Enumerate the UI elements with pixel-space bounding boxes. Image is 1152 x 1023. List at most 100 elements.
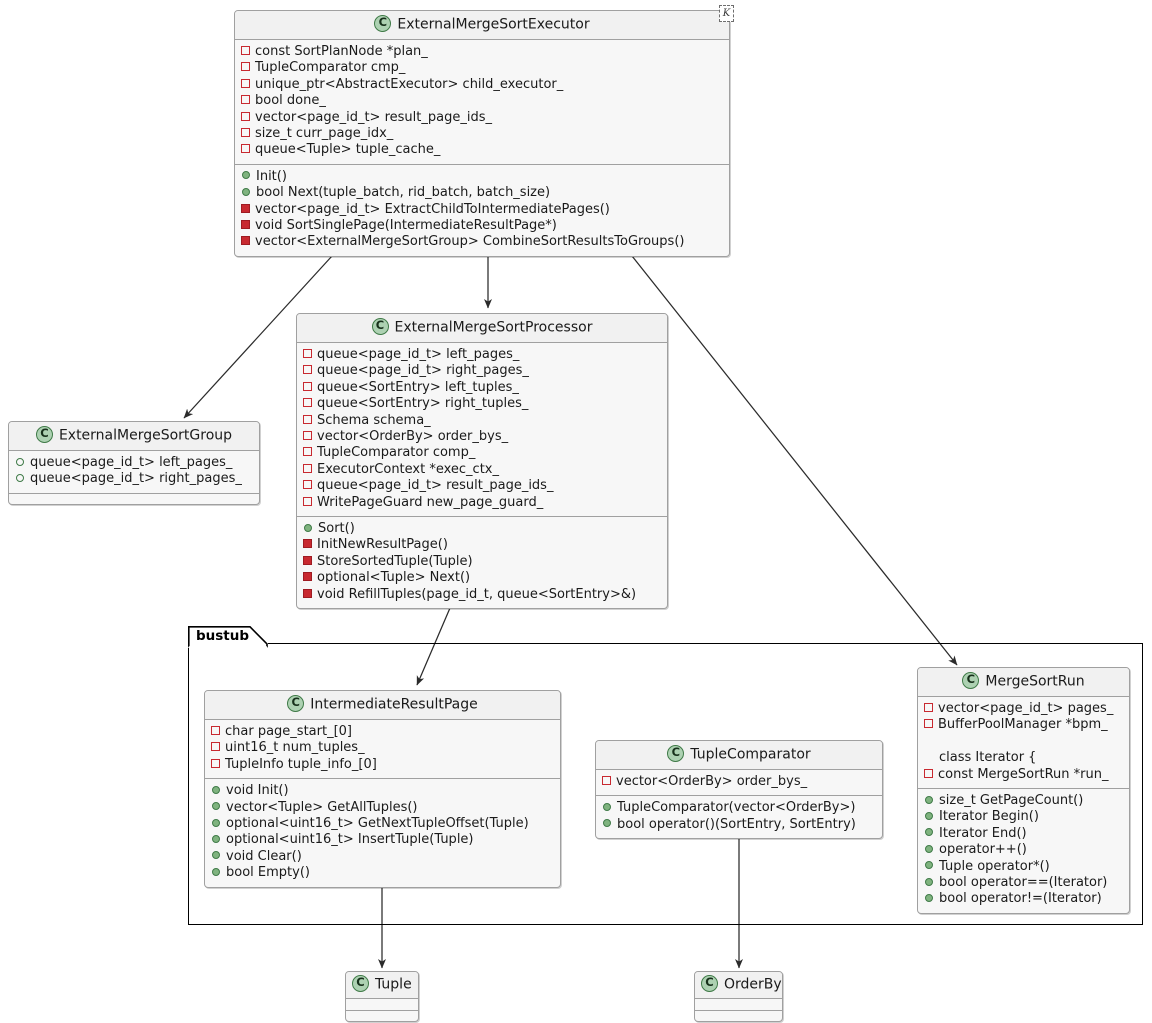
class-title: IntermediateResultPage (310, 696, 478, 713)
member-label: bool operator()(SortEntry, SortEntry) (617, 816, 856, 832)
class-methods-section: Init()bool Next(tuple_batch, rid_batch, … (235, 163, 729, 256)
member-label: vector<OrderBy> order_bys_ (317, 429, 509, 445)
edge-executor-to-mergesortrun (631, 255, 958, 666)
private-field-marker-icon (241, 128, 250, 138)
private-method-marker-icon (303, 588, 312, 598)
class-member: queue<page_id_t> left_pages_ (303, 347, 661, 363)
public-marker-icon (603, 819, 611, 828)
member-label: uint16_t num_tuples_ (225, 740, 365, 756)
class-member: TupleComparator(vector<OrderBy>) (602, 800, 876, 816)
member-label: bool Next(tuple_batch, rid_batch, batch_… (256, 185, 551, 201)
private-field-marker-icon (924, 703, 933, 712)
package-frame-bustub (188, 643, 1143, 925)
class-box-orderby[interactable]: OrderBy (694, 971, 783, 1022)
class-methods-section (9, 492, 259, 504)
package-tab-label: bustub (196, 628, 250, 644)
member-label: TupleInfo tuple_info_[0] (225, 756, 377, 772)
class-box-merge-sort-run[interactable]: MergeSortRun vector<page_id_t> pages_Buf… (917, 667, 1130, 914)
member-label: void Init() (226, 783, 289, 799)
class-member: optional<Tuple> Next() (303, 570, 661, 586)
class-member: StoreSortedTuple(Tuple) (303, 554, 661, 570)
class-header-external-merge-sort-group: ExternalMergeSortGroup (9, 422, 259, 451)
class-member: vector<page_id_t> ExtractChildToIntermed… (241, 202, 723, 218)
member-label: vector<ExternalMergeSortGroup> CombineSo… (255, 234, 685, 250)
class-member: BufferPoolManager *bpm_ (924, 717, 1123, 733)
member-label: TupleComparator(vector<OrderBy>) (617, 800, 856, 816)
class-methods-section (695, 1010, 782, 1021)
class-methods-section: TupleComparator(vector<OrderBy>)bool ope… (596, 795, 882, 838)
corner-k-marker: K (719, 5, 734, 22)
class-icon (35, 426, 53, 443)
class-title: TupleComparator (690, 746, 811, 763)
public-marker-icon (212, 818, 220, 827)
member-label: queue<page_id_t> result_page_ids_ (317, 478, 554, 494)
class-member: optional<uint16_t> GetNextTupleOffset(Tu… (211, 816, 554, 832)
member-label: vector<Tuple> GetAllTuples() (226, 799, 418, 815)
public-marker-icon (242, 187, 250, 196)
member-label: bool operator==(Iterator) (939, 875, 1108, 891)
public-marker-icon (925, 861, 933, 870)
member-label: bool Empty() (226, 865, 310, 881)
public-marker-icon (212, 785, 220, 794)
class-member: InitNewResultPage() (303, 537, 661, 553)
class-box-tuple[interactable]: Tuple (345, 971, 419, 1022)
class-box-intermediate-result-page[interactable]: IntermediateResultPage char page_start_[… (204, 690, 561, 888)
class-icon (667, 745, 685, 762)
member-label: const MergeSortRun *run_ (938, 766, 1109, 782)
class-member: void RefillTuples(page_id_t, queue<SortE… (303, 587, 661, 603)
class-box-tuple-comparator[interactable]: TupleComparator vector<OrderBy> order_by… (595, 740, 883, 840)
private-field-marker-icon (924, 768, 933, 778)
class-member: uint16_t num_tuples_ (211, 740, 554, 756)
class-member: void Init() (211, 783, 554, 799)
private-field-marker-icon (241, 95, 250, 105)
member-label: optional<Tuple> Next() (317, 570, 471, 586)
member-label: vector<page_id_t> result_page_ids_ (255, 109, 492, 125)
class-member: vector<OrderBy> order_bys_ (303, 429, 661, 445)
class-box-external-merge-sort-processor[interactable]: ExternalMergeSortProcessor queue<page_id… (296, 313, 668, 610)
member-label: vector<OrderBy> order_bys_ (616, 774, 808, 789)
class-header-intermediate-result-page: IntermediateResultPage (205, 691, 560, 720)
class-member: queue<page_id_t> right_pages_ (303, 363, 661, 379)
member-label: queue<SortEntry> left_tuples_ (317, 379, 519, 395)
member-label: TupleComparator comp_ (317, 445, 476, 461)
class-member: queue<page_id_t> right_pages_ (15, 471, 253, 487)
member-label: Sort() (318, 521, 355, 537)
member-label: class Iterator { (939, 750, 1037, 766)
member-label: queue<page_id_t> left_pages_ (30, 455, 233, 470)
class-fields-section: vector<page_id_t> pages_BufferPoolManage… (918, 697, 1129, 788)
class-member: TupleInfo tuple_info_[0] (211, 757, 554, 773)
class-icon (352, 975, 369, 992)
private-field-marker-icon (303, 414, 312, 424)
package-marker-icon (16, 473, 24, 482)
public-marker-icon (925, 877, 933, 886)
class-header-external-merge-sort-executor: ExternalMergeSortExecutor (235, 11, 729, 40)
class-member: vector<page_id_t> result_page_ids_ (241, 110, 723, 126)
public-marker-icon (212, 802, 220, 811)
member-label: queue<page_id_t> left_pages_ (317, 347, 520, 362)
class-box-external-merge-sort-executor[interactable]: ExternalMergeSortExecutor const SortPlan… (234, 10, 730, 257)
member-label: size_t GetPageCount() (939, 793, 1084, 809)
public-marker-icon (212, 834, 220, 843)
class-box-external-merge-sort-group[interactable]: ExternalMergeSortGroup queue<page_id_t> … (8, 421, 260, 505)
private-method-marker-icon (303, 539, 312, 549)
member-spacer (924, 734, 1123, 750)
member-label: void SortSinglePage(IntermediateResultPa… (255, 218, 557, 234)
public-marker-icon (242, 171, 250, 180)
member-label: const SortPlanNode *plan_ (255, 44, 428, 59)
class-member: Iterator Begin() (924, 809, 1123, 825)
class-member: queue<Tuple> tuple_cache_ (241, 142, 723, 158)
class-fields-section: queue<page_id_t> left_pages_queue<page_i… (297, 343, 667, 516)
member-label: char page_start_[0] (225, 724, 352, 739)
class-member: optional<uint16_t> InsertTuple(Tuple) (211, 832, 554, 848)
class-icon (287, 695, 305, 712)
class-member: const SortPlanNode *plan_ (241, 44, 723, 60)
class-icon (962, 672, 980, 689)
public-marker-icon (925, 844, 933, 853)
member-label: void RefillTuples(page_id_t, queue<SortE… (317, 586, 637, 602)
class-title: OrderBy (724, 976, 782, 993)
class-icon (701, 975, 718, 992)
class-member: Schema schema_ (303, 413, 661, 429)
private-field-marker-icon (303, 480, 312, 490)
member-label: Tuple operator*() (939, 858, 1050, 874)
member-label: queue<SortEntry> right_tuples_ (317, 396, 529, 412)
